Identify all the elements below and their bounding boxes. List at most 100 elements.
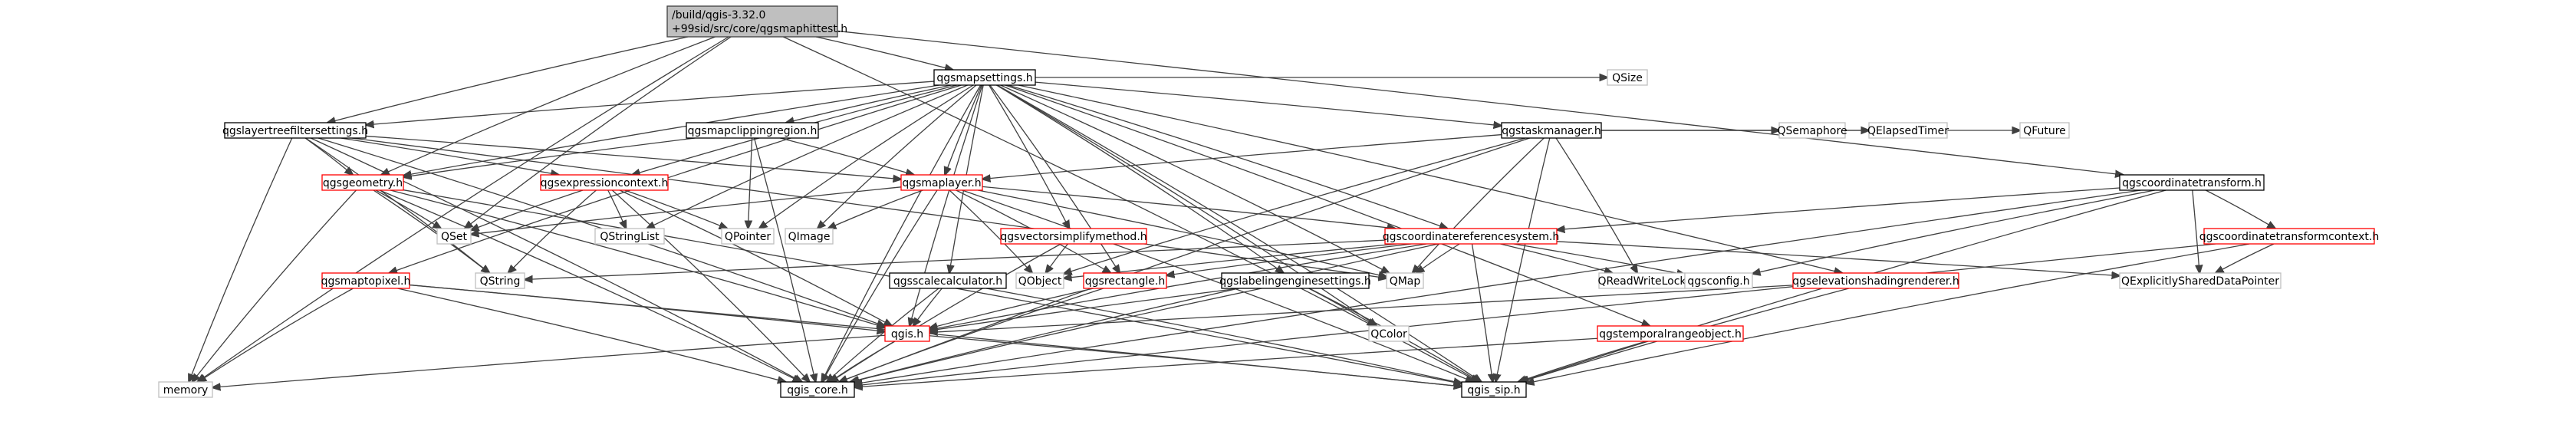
edge-qgis-to-qgissip xyxy=(929,335,1462,387)
edge-mapsettings-to-elevation xyxy=(1018,84,1842,273)
node-box xyxy=(780,381,855,398)
node-maptopixel[interactable]: qgsmaptopixel.h xyxy=(321,272,411,289)
node-label: qgscoordinatetransform.h xyxy=(2122,177,2262,189)
edge-geometry-to-qstring xyxy=(373,189,489,273)
edge-ctcontext-to-qexplicitly xyxy=(2216,243,2275,273)
node-layertreefilter[interactable]: qgslayertreefiltersettings.h xyxy=(222,122,368,139)
node-label: QExplicitlySharedDataPointer xyxy=(2121,275,2279,288)
edge-crs-to-qreadwritelock xyxy=(1500,243,1612,273)
node-label: qgis.h xyxy=(891,328,923,341)
node-root[interactable]: /build/qgis-3.32.0+99sid/src/core/qgsmap… xyxy=(666,5,847,38)
node-label: QSet xyxy=(441,231,468,243)
edge-root-to-memory xyxy=(197,36,729,382)
node-mapclipping[interactable]: qgsmapclippingregion.h xyxy=(686,122,819,139)
node-box xyxy=(2019,122,2070,139)
edge-taskmanager-to-qmap xyxy=(1413,137,1545,273)
edge-layertreefilter-to-qstring xyxy=(305,137,490,273)
node-taskmanager[interactable]: qgstaskmanager.h xyxy=(1501,122,1602,139)
edge-exprcontext-to-qpointer xyxy=(624,189,728,229)
edge-mapsettings-to-vectorsimplify xyxy=(989,84,1070,229)
node-qgis[interactable]: qgis.h xyxy=(884,325,930,342)
node-label: QElapsedTimer xyxy=(1867,125,1949,137)
edge-mapsettings-to-qmap xyxy=(1000,84,1390,273)
edge-root-to-layertreefilter xyxy=(327,36,689,123)
node-label: qgstemporalrangeobject.h xyxy=(1599,328,1742,341)
node-box xyxy=(1384,228,1558,245)
edge-labelengine-to-qgiscore xyxy=(851,288,1262,382)
edge-taskmanager-to-maplayer xyxy=(982,133,1502,179)
node-box xyxy=(1015,272,1064,289)
node-qgsconfig: qgsconfig.h xyxy=(1684,272,1753,289)
edge-layertreefilter-to-qgiscore xyxy=(310,137,802,382)
node-box xyxy=(884,325,930,342)
node-label: QStringList xyxy=(600,231,660,243)
node-temporal[interactable]: qgstemporalrangeobject.h xyxy=(1597,325,1744,342)
edge-layertreefilter-to-maplayer xyxy=(365,135,901,179)
edge-rectangle-to-qgis xyxy=(929,288,1094,328)
edge-taskmanager-to-qgiscore xyxy=(839,137,1530,382)
node-box xyxy=(1386,272,1424,289)
node-label: QSemaphore xyxy=(1777,125,1847,137)
node-box xyxy=(321,272,410,289)
node-qgiscore[interactable]: qgis_core.h xyxy=(780,381,855,398)
node-label: QString xyxy=(480,275,521,288)
edge-mapsettings-to-qstringlist xyxy=(646,84,968,229)
edge-scalecalc-to-qgissip xyxy=(986,288,1462,383)
edge-mapclipping-to-maplayer xyxy=(780,137,913,175)
node-box xyxy=(1607,69,1648,86)
node-qreadwritelock: QReadWriteLock xyxy=(1597,272,1686,289)
node-qexplicitly: QExplicitlySharedDataPointer xyxy=(2119,272,2282,289)
node-qpointer: QPointer xyxy=(721,228,775,245)
node-box xyxy=(1868,122,1948,139)
node-label: qgselevationshadingrenderer.h xyxy=(1792,275,1959,288)
edge-layertreefilter-to-exprcontext xyxy=(341,137,558,175)
edge-crs-to-qgiscore xyxy=(850,243,1439,382)
edge-mapsettings-to-qgiscore xyxy=(821,84,982,382)
node-rectangle[interactable]: qgsrectangle.h xyxy=(1083,272,1167,289)
node-box xyxy=(1684,272,1753,289)
node-qobject: QObject xyxy=(1015,272,1064,289)
node-maplayer[interactable]: qgsmaplayer.h xyxy=(900,174,983,191)
edge-taskmanager-to-qobject xyxy=(1064,137,1526,274)
edge-mapclipping-to-qpointer xyxy=(748,137,752,229)
node-qgissip[interactable]: qgis_sip.h xyxy=(1461,381,1527,398)
node-exprcontext[interactable]: qgsexpressioncontext.h xyxy=(540,174,669,191)
node-label: qgsvectorsimplifymethod.h xyxy=(1000,231,1147,243)
node-scalecalc[interactable]: qgsscalecalculator.h xyxy=(889,272,1007,289)
node-box xyxy=(686,122,819,139)
edge-maptopixel-to-qgis xyxy=(409,284,885,332)
edge-layertreefilter-to-memory xyxy=(189,137,293,382)
edge-geometry-to-qset xyxy=(375,189,441,229)
node-label: qgsmaplayer.h xyxy=(902,177,981,189)
node-label: qgis_sip.h xyxy=(1467,384,1520,397)
node-label: qgsgeometry.h xyxy=(323,177,403,189)
edge-crs-to-qexplicitly xyxy=(1556,241,2120,276)
edge-maplayer-to-crs xyxy=(982,186,1395,229)
node-box xyxy=(889,272,1007,289)
node-ctcontext[interactable]: qgscoordinatetransformcontext.h xyxy=(2199,228,2379,245)
node-qset: QSet xyxy=(436,228,472,245)
node-box xyxy=(1461,381,1527,398)
node-qfuture: QFuture xyxy=(2019,122,2070,139)
node-mapsettings[interactable]: qgsmapsettings.h xyxy=(933,69,1036,86)
edge-root-to-mapsettings xyxy=(815,36,952,70)
node-elevation[interactable]: qgselevationshadingrenderer.h xyxy=(1792,272,1959,289)
node-label: qgis_core.h xyxy=(787,384,848,397)
edge-root-to-qset xyxy=(465,36,732,229)
node-coordtransform[interactable]: qgscoordinatetransform.h xyxy=(2119,174,2265,191)
node-box xyxy=(900,174,983,191)
node-box xyxy=(1000,228,1147,245)
node-label: qgscoordinatereferencesystem.h xyxy=(1383,231,1560,243)
node-labelengine[interactable]: qgslabelingenginesettings.h xyxy=(1219,272,1371,289)
node-box xyxy=(721,228,775,245)
edge-root-to-coordtransform xyxy=(837,30,2124,175)
node-layer: /build/qgis-3.32.0+99sid/src/core/qgsmap… xyxy=(158,5,2379,398)
node-geometry[interactable]: qgsgeometry.h xyxy=(321,174,404,191)
edge-coordtransform-to-qexplicitly xyxy=(2192,189,2199,273)
node-vectorsimplify[interactable]: qgsvectorsimplifymethod.h xyxy=(1000,228,1147,245)
edge-maplayer-to-qmap xyxy=(978,189,1387,277)
node-crs[interactable]: qgscoordinatereferencesystem.h xyxy=(1383,228,1560,245)
edge-maplayer-to-qset xyxy=(471,186,902,235)
edge-mapsettings-to-qgis xyxy=(910,84,983,326)
